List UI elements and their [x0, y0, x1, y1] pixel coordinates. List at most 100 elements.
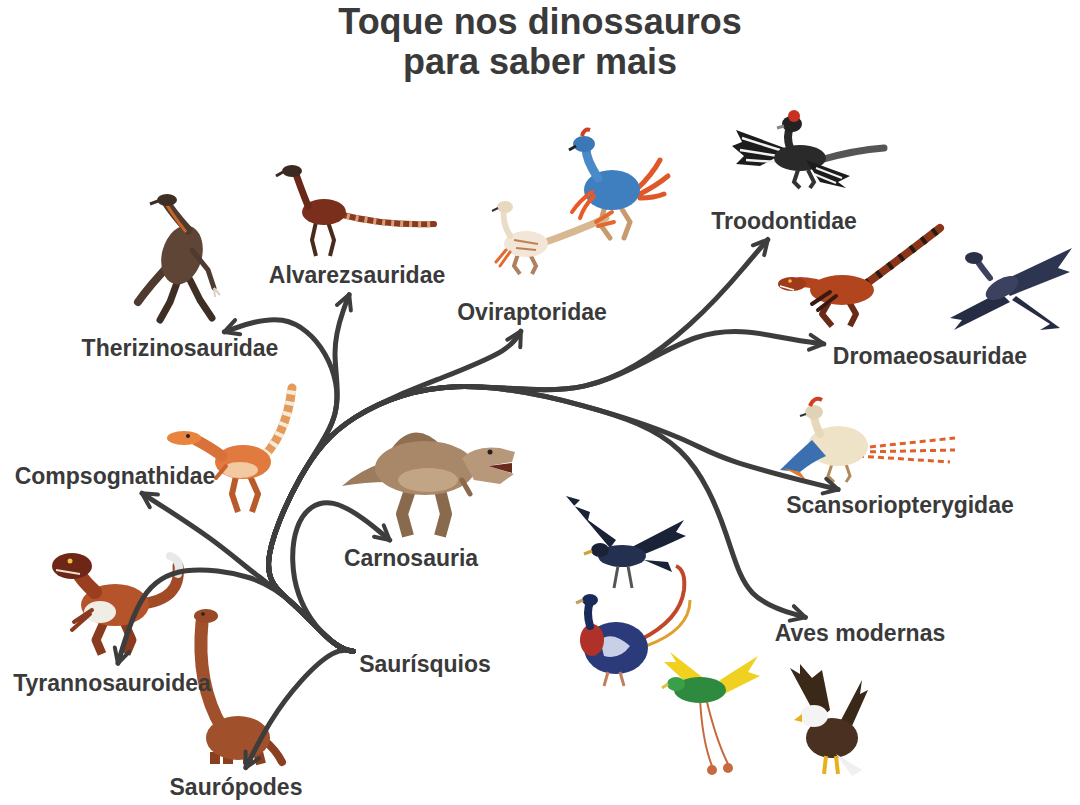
clade-name: Tyrannosauroidea [13, 670, 211, 696]
sauropod-figure-part [201, 612, 205, 616]
alvarezsaurid-figure-part [282, 165, 302, 177]
troodontid-figure-part [788, 110, 800, 122]
clade-name: Therizinosauridae [82, 335, 279, 361]
carnosaur-figure-part [488, 463, 512, 473]
carnosaur-figure-part [375, 441, 475, 495]
oviraptorid-pale-figure-part [497, 201, 513, 213]
therizinosaurid-figure-part [160, 280, 178, 320]
oviraptorid-pale-figure-part [492, 208, 498, 211]
scansoriopterygid-figure-part [858, 438, 955, 462]
microraptor-figure-part [1012, 296, 1060, 330]
bird-of-paradise-figure-part [707, 765, 717, 775]
troodontid-figure-part [820, 148, 884, 160]
clade-name: Carnosauria [344, 545, 478, 571]
clade-name: Compsognathidae [15, 463, 216, 489]
alvarezsaurid-figure-part [338, 214, 434, 224]
clade-name: Oviraptoridae [457, 299, 607, 325]
oviraptorid-blue-figure-part [569, 146, 576, 150]
eagle-figure-part [824, 756, 838, 774]
clade-label: Troodontidae [708, 207, 860, 235]
clade-label: Carnosauria [341, 544, 481, 572]
clade-label: Scansoriopterygidae [783, 491, 1017, 519]
alvarezsaurid-figure-part [312, 222, 316, 256]
branch-arrow [118, 570, 353, 663]
clade-name: Scansoriopterygidae [786, 492, 1014, 518]
carnosaur-figure-part [488, 450, 493, 455]
compsognathid-figure-part [222, 462, 258, 478]
eagle-figure-part [836, 754, 862, 776]
alvarezsaurid-figure-part [276, 172, 283, 176]
compsognathid-figure-part [215, 445, 271, 479]
therizinosaurid-figure-part [150, 201, 158, 204]
therizinosaurid-figure-part [190, 280, 212, 318]
bird-of-paradise-figure-part [706, 698, 728, 764]
troodontid-figure-part [814, 168, 842, 183]
black-bird-figure-part [614, 566, 632, 588]
carnosaur-figure-part [462, 480, 470, 494]
bird-of-paradise-figure-part [662, 684, 668, 688]
oviraptorid-pale-figure-part [514, 240, 538, 250]
eagle-figure [790, 664, 868, 776]
oviraptorid-pale-figure [492, 201, 614, 274]
scansoriopterygid-figure-part [780, 440, 826, 472]
alvarezsaurid-figure-part [328, 222, 334, 256]
branch-arrow [246, 650, 353, 767]
compsognathid-figure-part [196, 440, 222, 456]
pheasant-figure-part [582, 594, 598, 606]
carnosaur-figure-part [402, 490, 410, 536]
clade-name: Dromaeosauridae [833, 343, 1027, 369]
clade-label: Dromaeosauridae [830, 342, 1030, 370]
clade-label: Saurópodes [167, 773, 306, 801]
pheasant-figure-part [646, 600, 690, 646]
scansoriopterygid-figure-part [805, 405, 823, 419]
oviraptorid-blue-figure-part [582, 130, 590, 136]
branch-arrow [269, 386, 839, 651]
tyrannosauroid-figure [52, 553, 179, 654]
scansoriopterygid-figure-part [828, 464, 850, 482]
pheasant-figure-part [604, 672, 624, 686]
therizinosaurid-figure-part [214, 288, 220, 297]
therizinosaurid-figure [138, 194, 220, 320]
bird-of-paradise-figure-part [700, 698, 712, 766]
oviraptorid-pale-figure-part [496, 250, 510, 266]
pheasant-figure-part [576, 600, 583, 603]
oviraptorid-blue-figure [569, 130, 668, 238]
branch-arrow [293, 503, 390, 652]
clade-label: Oviraptoridae [454, 298, 610, 326]
bird-of-paradise-figure-part [720, 656, 760, 694]
eagle-figure-part [794, 714, 802, 722]
branch-arrow [269, 295, 354, 652]
black-bird-figure [566, 496, 686, 588]
compsognathid-figure-part [167, 431, 201, 445]
eagle-figure-part [840, 680, 868, 726]
microraptor-figure-part [965, 252, 983, 264]
sauropod-figure-part [194, 609, 218, 623]
alvarezsaurid-figure-part [296, 174, 308, 206]
compsognathid-figure [167, 388, 292, 512]
oviraptorid-pale-figure-part [596, 212, 614, 226]
dromaeosaurid-red-figure-part [788, 279, 792, 283]
branch-arrow [269, 332, 824, 652]
troodontid-figure-part [740, 138, 780, 162]
bird-of-paradise-figure-part [667, 677, 685, 691]
clade-name: Saurísquios [359, 651, 491, 677]
clade-name: Troodontidae [711, 208, 857, 234]
compsognathid-figure-part [232, 476, 238, 512]
microraptor-figure-part [978, 262, 990, 278]
therizinosaurid-figure-part [155, 221, 209, 289]
tyrannosauroid-figure-part [68, 559, 73, 564]
tyrannosauroid-figure-part [96, 622, 104, 654]
compsognathid-figure-part [186, 434, 190, 438]
clade-label: Saurísquios [356, 650, 494, 678]
therizinosaurid-figure-part [167, 205, 186, 232]
alvarezsaurid-figure-part [338, 214, 434, 224]
eagle-figure-part [800, 705, 828, 727]
oviraptorid-pale-figure-part [504, 210, 510, 236]
branch-arrow [269, 386, 806, 651]
troodontid-figure-part [777, 126, 784, 128]
dromaeosaurid-red-figure-part [866, 228, 940, 284]
carnosaur-figure-part [398, 468, 458, 492]
therizinosaurid-figure-part [157, 194, 177, 206]
troodontid-figure-part [794, 170, 814, 188]
clade-name: Aves modernas [775, 620, 945, 646]
